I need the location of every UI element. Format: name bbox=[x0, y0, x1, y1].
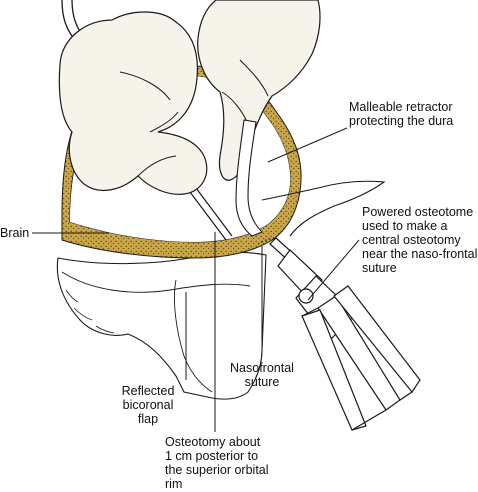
leader-lines bbox=[32, 127, 360, 432]
right-glove bbox=[197, 0, 321, 181]
label-brain: Brain bbox=[0, 226, 30, 240]
left-glove bbox=[58, 11, 208, 195]
nasofrontal-suture-line bbox=[257, 237, 275, 245]
label-malleable-retractor: Malleable retractor protecting the dura bbox=[349, 100, 454, 128]
label-nasofrontal-suture: Nasofrontal suture bbox=[230, 361, 294, 389]
osteotome-instrument bbox=[269, 237, 421, 431]
flap-edge-ridges bbox=[65, 289, 115, 334]
leader-powered-osteotome bbox=[307, 239, 360, 301]
label-powered-osteotome: Powered osteotome used to make a central… bbox=[362, 205, 478, 275]
label-osteotomy-location: Osteotomy about 1 cm posterior to the su… bbox=[165, 435, 269, 491]
flap-inner-fold bbox=[174, 279, 213, 393]
malleable-retractor bbox=[235, 119, 263, 237]
orbital-rim bbox=[261, 180, 386, 237]
left-glove-fingers bbox=[119, 71, 179, 177]
label-reflected-flap: Reflected bicoronal flap bbox=[121, 384, 175, 426]
flap-fold-line bbox=[61, 271, 251, 293]
leader-malleable-retractor bbox=[267, 127, 348, 163]
